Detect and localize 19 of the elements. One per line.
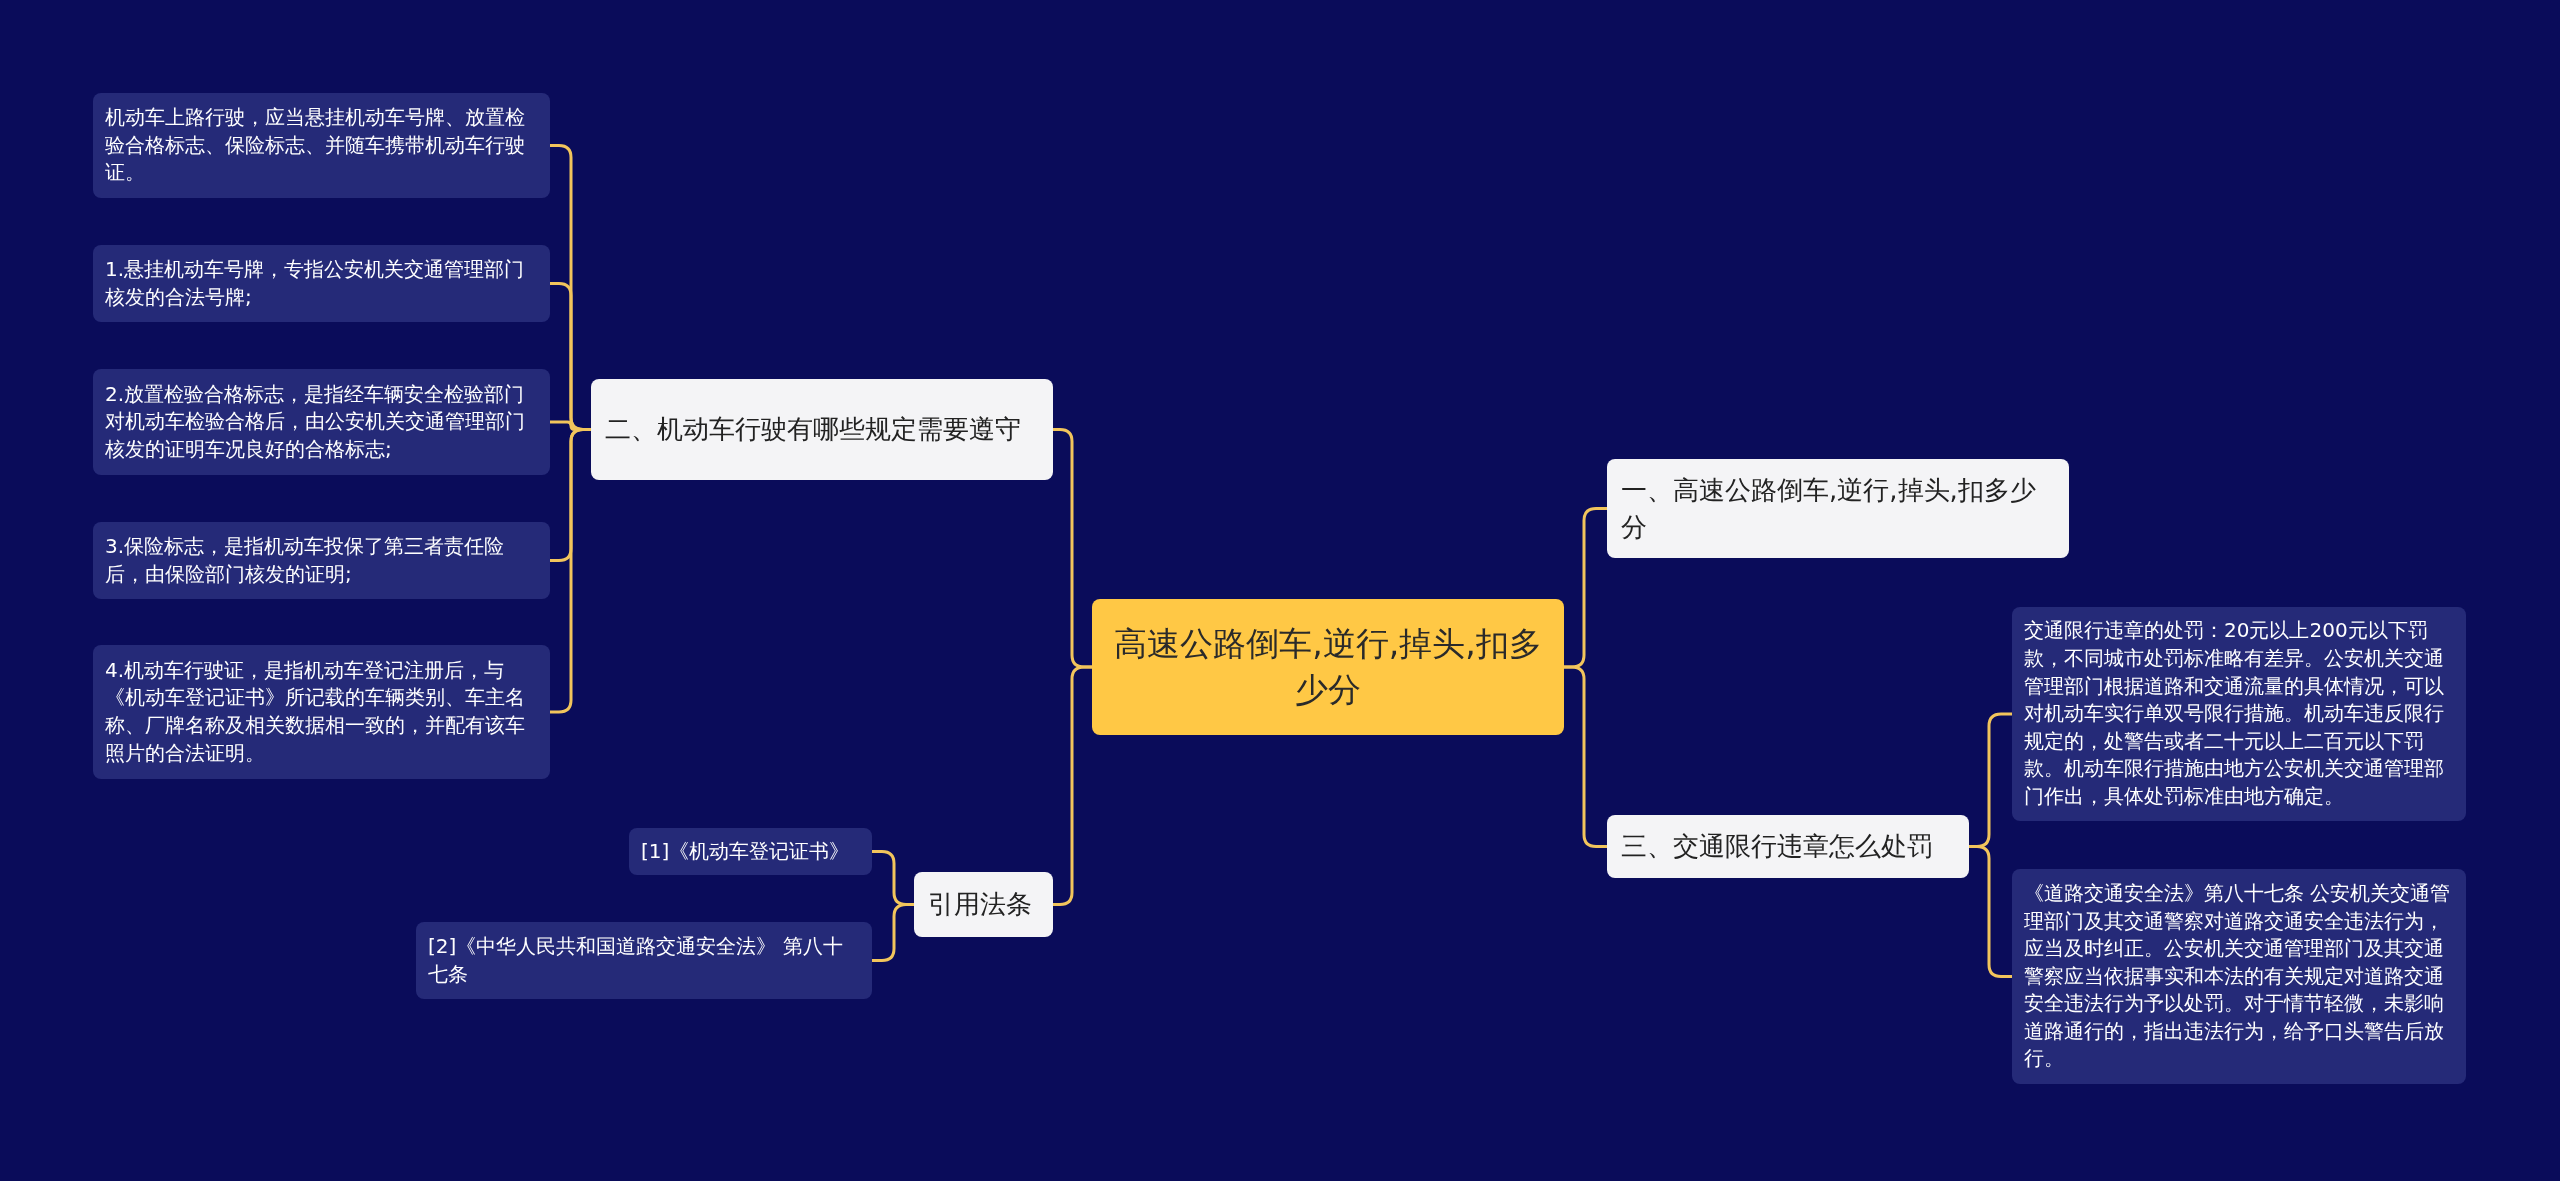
text-card: 交通限行违章的处罚：20元以上200元以下罚款，不同城市处罚标准略有差异。公安机关交通管理部门根据道路和交通流量的具体情况，可以对机动车实行单双号限行措施。机动车违反限行规定的，处警告或者二十元以上二百元以下罚款。机动车限行措施由地方公安机关交通管理部门作出，具体处罚标准由地方确定。 [2012,607,2466,821]
text-card: 4.机动车行驶证，是指机动车登记注册后，与《机动车登记证书》所记载的车辆类别、车主名称、厂牌名称及相关数据相一致的，并配有该车照片的合法证明。 [93,645,550,779]
text-card: 2.放置检验合格标志，是指经车辆安全检验部门对机动车检验合格后，由公安机关交通管理部门核发的证明车况良好的合格标志; [93,369,550,475]
connector-line [1564,665,1607,848]
central-topic-box: 高速公路倒车,逆行,掉头,扣多少分 [1092,599,1564,735]
topic-box: 一、高速公路倒车,逆行,掉头,扣多少分 [1607,459,2069,558]
topic-box: 引用法条 [914,872,1053,937]
connector-line [1969,845,2012,978]
text-card: [2]《中华人民共和国道路交通安全法》 第八十七条 [416,922,872,999]
topic-box: 三、交通限行违章怎么处罚 [1607,815,1969,878]
text-card: 《道路交通安全法》第八十七条 公安机关交通管理部门及其交通警察对道路交通安全违法行为，应当及时纠正。公安机关交通管理部门及其交通警察应当依据事实和本法的有关规定对道路交通安全违法行为予以处罚。对于情节轻微，未影响道路通行的，指出违法行为，给予口头警告后放行。 [2012,869,2466,1084]
connector-line [1053,665,1092,906]
connector-line [550,428,591,714]
text-card: 3.保险标志，是指机动车投保了第三者责任险后，由保险部门核发的证明; [93,522,550,599]
text-card: 1.悬挂机动车号牌，专指公安机关交通管理部门核发的合法号牌; [93,245,550,322]
connector-line [872,903,914,962]
topic-box: 二、机动车行驶有哪些规定需要遵守 [591,379,1053,480]
text-card: [1]《机动车登记证书》 [629,828,872,875]
text-card: 机动车上路行驶，应当悬挂机动车号牌、放置检验合格标志、保险标志、并随车携带机动车行驶证。 [93,93,550,198]
